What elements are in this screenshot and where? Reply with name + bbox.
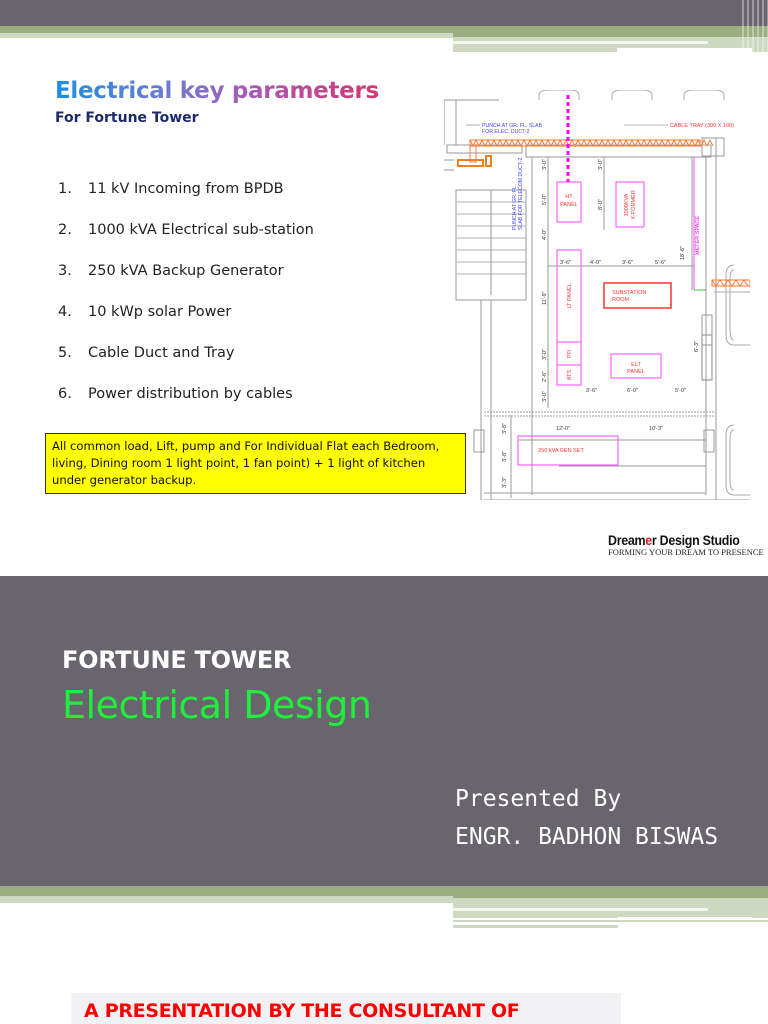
svg-text:10'-3": 10'-3" [649,426,663,432]
logo-name: Dreamer Design Studio [608,533,740,548]
svg-text:2'-6": 2'-6" [542,371,548,382]
plan-label-meter-space: METER SPACE [695,216,701,255]
list-number: 4. [58,304,72,320]
svg-text:3'-6": 3'-6" [622,260,633,266]
svg-text:3'-3": 3'-3" [502,477,508,488]
slide-subtitle: For Fortune Tower [55,110,199,126]
substation-floor-plan: PUNCH AT GR. FL. SLAB FOR ELEC. DUCT-2 P… [444,90,750,500]
plan-label-ht-panel: HT [565,194,573,200]
svg-text:3'-8": 3'-8" [502,451,508,462]
parameter-list: 1. 11 kV Incoming from BPDB 2. 1000 kVA El… [58,181,314,427]
svg-text:3'-0": 3'-0" [542,159,548,170]
svg-text:5'-0": 5'-0" [675,388,686,394]
dreamer-design-studio-logo: Dreamer Design Studio FORMING YOUR DREAM… [608,533,764,557]
list-text: 10 kWp solar Power [88,304,232,320]
svg-text:FOR ELEC. DUCT-2: FOR ELEC. DUCT-2 [482,129,530,135]
accent-stripe [453,925,618,928]
accent-bar [0,886,768,898]
plan-label-cable-tray: CABLE TRAY (300 X 100) [670,123,734,129]
presented-by-label: Presented By [455,786,622,812]
accent-stripe [0,896,453,903]
list-text: Power distribution by cables [88,386,293,402]
slide-electrical-key-parameters: Electrical key parameters For Fortune To… [0,0,768,557]
decorative-stripes [742,0,768,52]
plan-label-lt-panel: LT PANEL [567,283,573,308]
accent-stripe [453,920,768,922]
accent-stripe [453,41,708,44]
presenter-name: ENGR. BADHON BISWAS [455,824,719,850]
list-text: 250 kVA Backup Generator [88,263,284,279]
list-text: 1000 kVA Electrical sub-station [88,222,314,238]
svg-text:3'-0": 3'-0" [542,349,548,360]
list-item: 6. Power distribution by cables [58,386,314,427]
svg-text:4'-0": 4'-0" [590,260,601,266]
plan-label-elt-panel: ELT [631,362,641,368]
accent-bar [0,26,768,37]
list-number: 3. [58,263,72,279]
accent-stripe [617,917,752,921]
list-text: Cable Duct and Tray [88,345,235,361]
logo-tagline: FORMING YOUR DREAM TO PRESENCE [608,547,764,557]
svg-text:3'-0": 3'-0" [542,391,548,402]
project-heading: FORTUNE TOWER [62,646,292,674]
list-number: 6. [58,386,72,402]
svg-text:5'-6": 5'-6" [655,260,666,266]
list-item: 4. 10 kWp solar Power [58,304,314,345]
presentation-title: Electrical Design [62,683,372,727]
accent-stripe [0,33,453,38]
slide-title: Electrical key parameters [55,78,379,104]
svg-text:18'-6": 18'-6" [680,246,686,260]
generator-backup-note: All common load, Lift, pump and For Indi… [45,433,466,494]
svg-text:3'-0": 3'-0" [598,159,604,170]
plan-label-punch-elec: PUNCH AT GR. FL. SLAB [482,123,543,129]
svg-text:PANEL: PANEL [560,202,578,208]
list-item: 1. 11 kV Incoming from BPDB [58,181,314,222]
plan-label-substation: SUBSTATION [612,290,646,296]
svg-text:ROOM: ROOM [612,297,630,303]
plan-label-ats: ATS [567,370,573,381]
list-number: 1. [58,181,72,197]
plan-label-xformer: 1000KVA [624,193,630,216]
list-text: 11 kV Incoming from BPDB [88,181,284,197]
svg-text:4'-0": 4'-0" [542,229,548,240]
list-number: 2. [58,222,72,238]
svg-text:6'-3": 6'-3" [694,341,700,352]
svg-text:X-FORMER: X-FORMER [631,190,637,219]
svg-text:3'-6": 3'-6" [586,388,597,394]
svg-text:8'-0": 8'-0" [598,199,604,210]
accent-stripe [453,908,708,911]
svg-text:PUNCH AT GR. FL.: PUNCH AT GR. FL. [512,185,518,230]
slide-title-electrical-design: FORTUNE TOWER Electrical Design Presente… [0,576,768,886]
top-banner [0,0,768,26]
svg-text:12'-0": 12'-0" [556,426,570,432]
plan-label-pfi: PFI [567,349,573,358]
svg-text:SLAB FOR TELECOM DUCT-2: SLAB FOR TELECOM DUCT-2 [518,158,524,230]
svg-text:6'-0": 6'-0" [627,388,638,394]
list-item: 5. Cable Duct and Tray [58,345,314,386]
svg-text:5'-0": 5'-0" [542,194,548,205]
list-number: 5. [58,345,72,361]
svg-text:11'-9": 11'-9" [542,291,548,305]
svg-text:3'-6": 3'-6" [560,260,571,266]
svg-text:PANEL: PANEL [627,369,645,375]
list-item: 2. 1000 kVA Electrical sub-station [58,222,314,263]
list-item: 3. 250 kVA Backup Generator [58,263,314,304]
consultant-heading: A PRESENTATION BY THE CONSULTANT OF [84,1000,520,1022]
consultant-heading-box [71,993,621,1024]
plan-label-gen-set: 250 kVA GEN SET [538,448,584,454]
svg-text:3'-8": 3'-8" [502,423,508,434]
accent-stripe [617,48,752,52]
